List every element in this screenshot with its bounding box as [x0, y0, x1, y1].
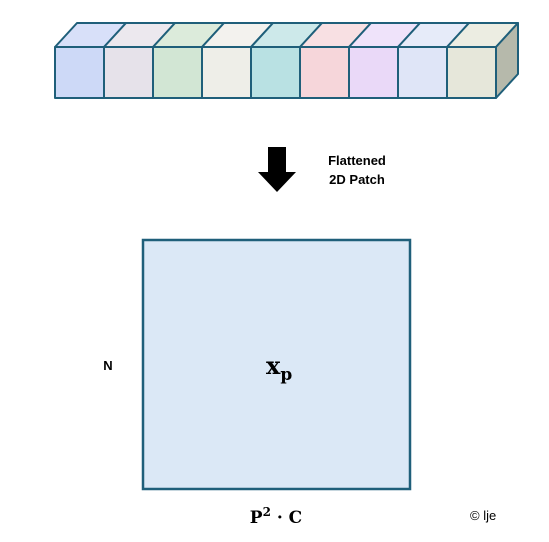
copyright-credit: © lje: [470, 508, 496, 523]
patch-cell: [397, 46, 448, 99]
patch-strip: [54, 22, 519, 99]
patch-cell: [152, 46, 203, 99]
patch-cell: [299, 46, 350, 99]
patch-cell: [250, 46, 301, 99]
arrow-label-line1: Flattened: [328, 153, 386, 168]
arrow-label-line2: 2D Patch: [329, 172, 385, 187]
patch-cell: [201, 46, 252, 99]
column-label-base: P: [250, 508, 263, 528]
patch-cell: [446, 46, 497, 99]
column-label-exponent: 2: [263, 505, 271, 519]
down-arrow-icon: [258, 147, 296, 192]
patch-cell: [348, 46, 399, 99]
matrix-symbol-subscript: p: [280, 365, 292, 385]
matrix-symbol-main: x: [266, 351, 281, 380]
patch-strip-side: [495, 22, 519, 99]
row-count-label: N: [103, 358, 112, 373]
column-dimension-label: P2 · C: [250, 505, 302, 528]
matrix-symbol: xp: [266, 351, 292, 385]
patch-cell: [103, 46, 154, 99]
patch-matrix: [141, 238, 412, 491]
patch-cell: [54, 46, 105, 99]
column-label-rest: · C: [271, 508, 302, 528]
